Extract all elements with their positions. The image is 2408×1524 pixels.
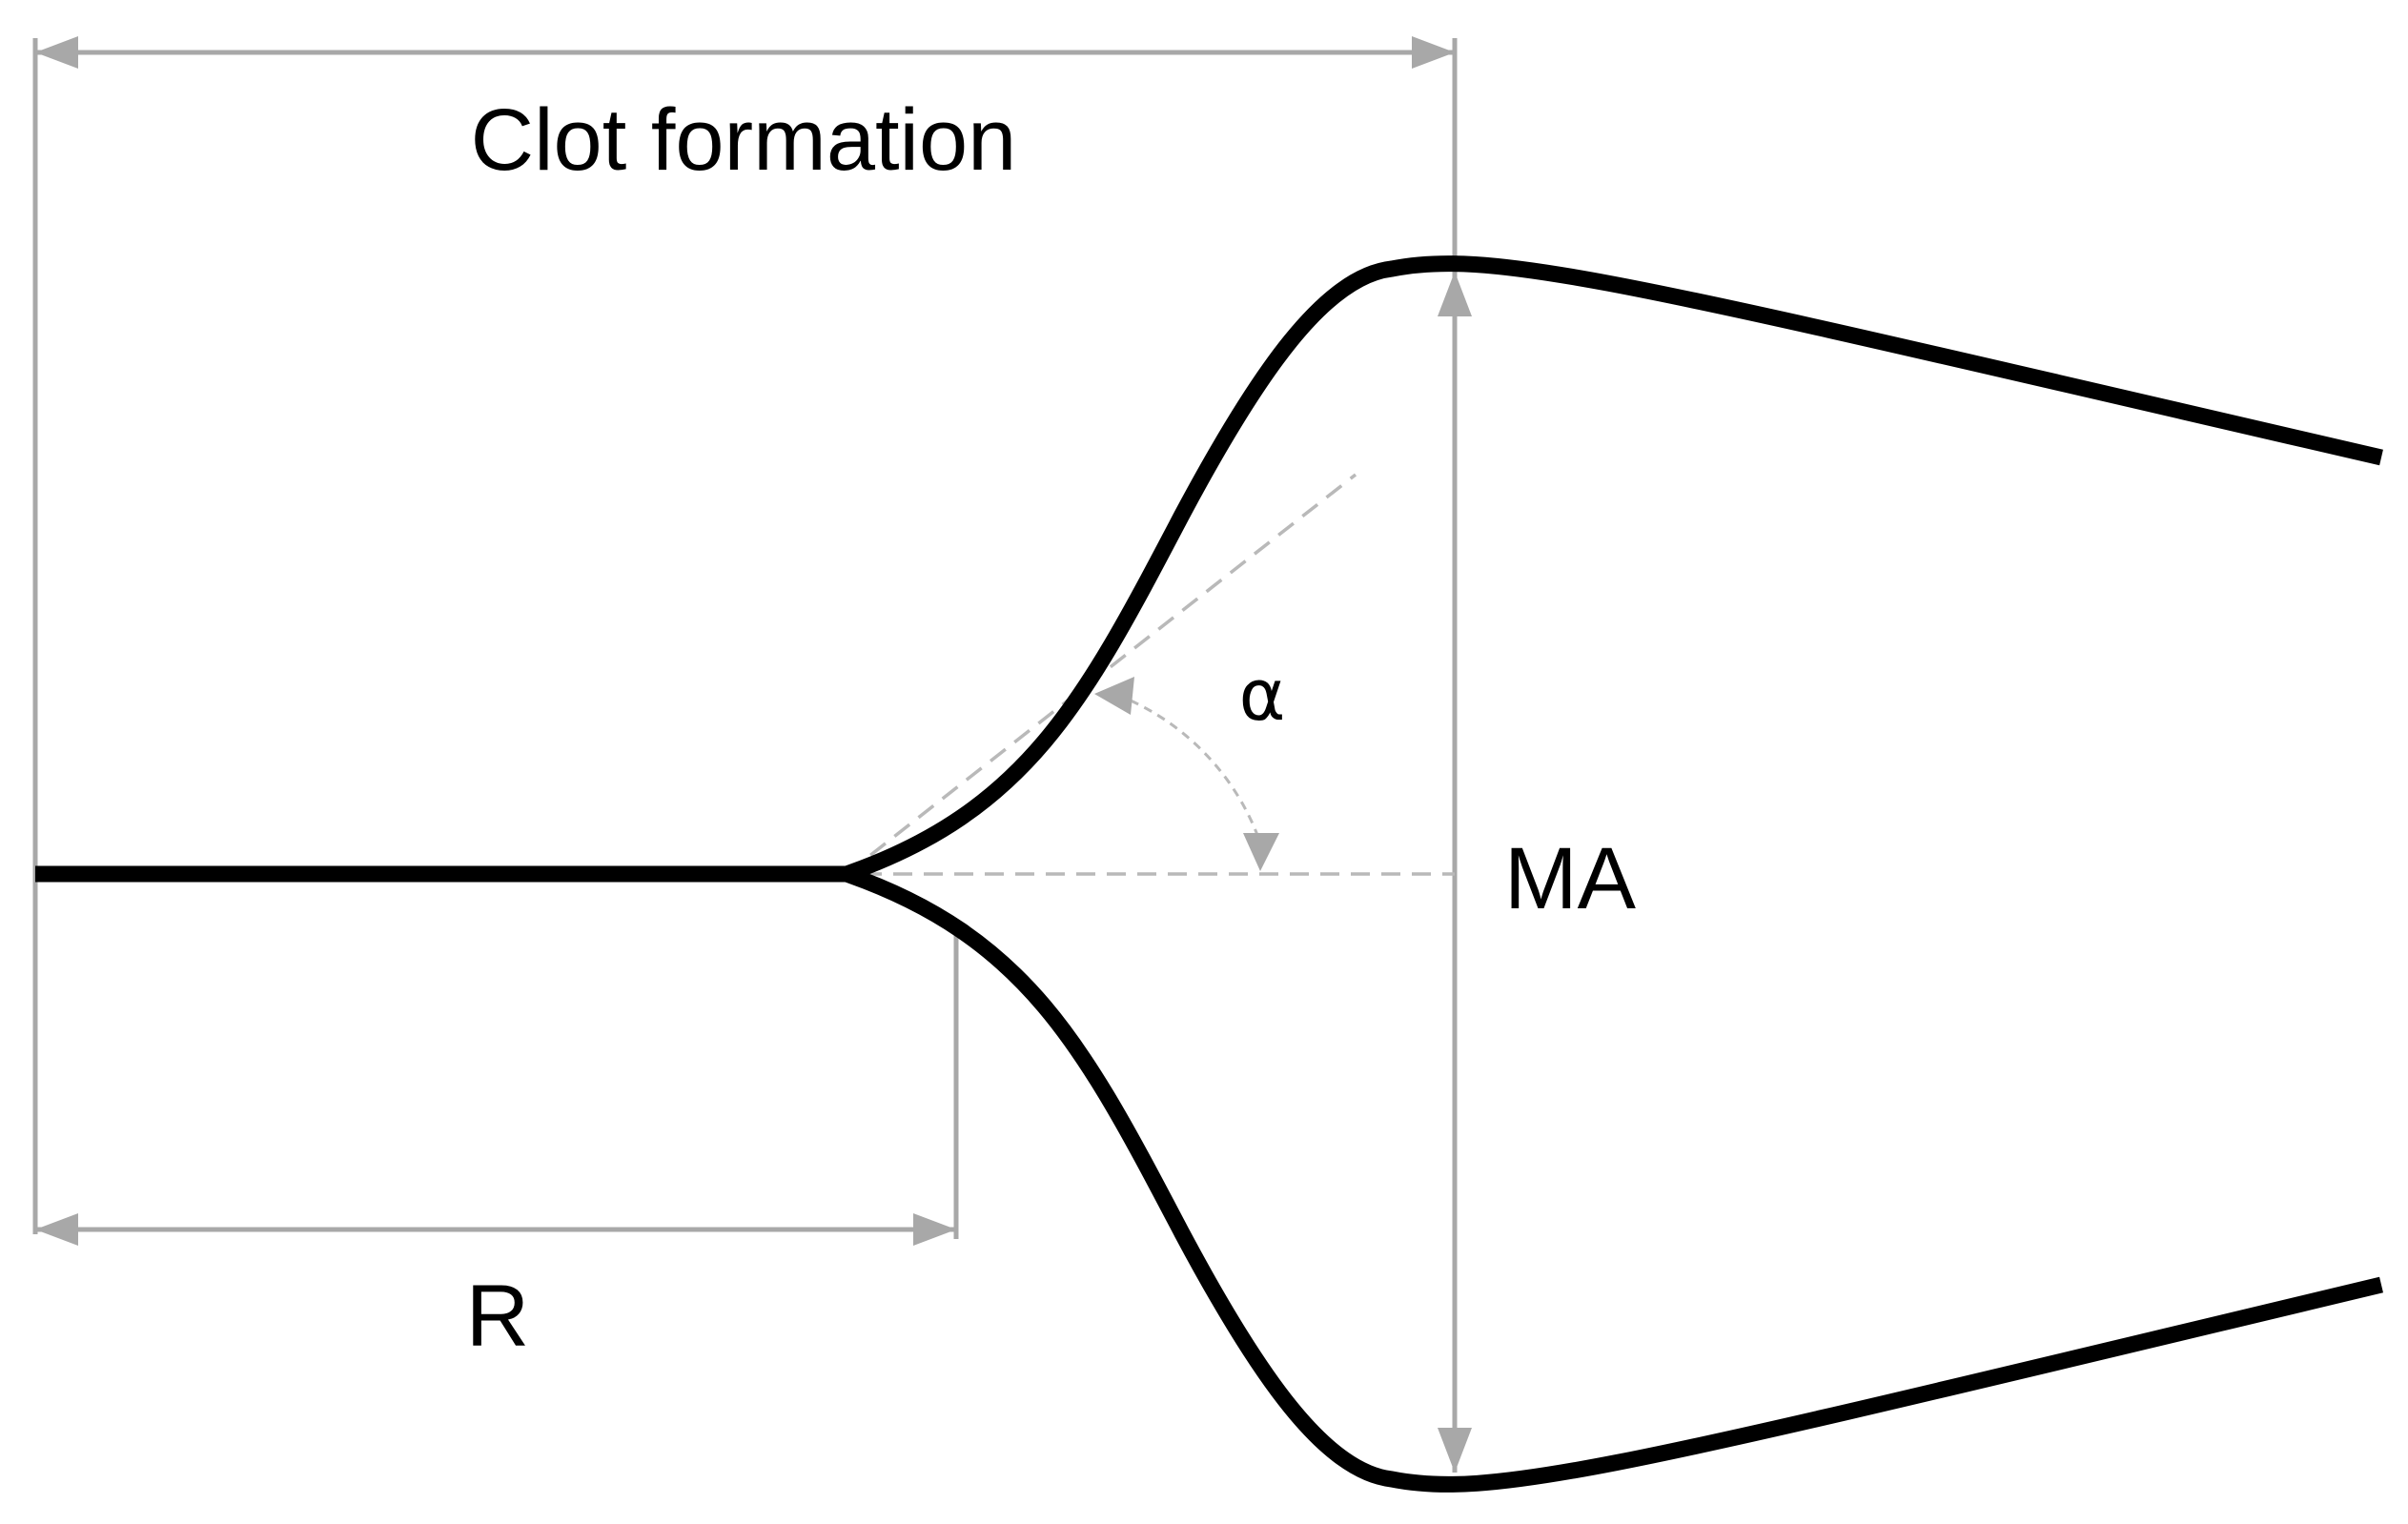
r-label: R [466,1268,529,1365]
clot-formation-left-arrowhead [35,36,78,69]
clot-formation-right-arrowhead [1412,36,1455,69]
ma-label: MA [1504,830,1637,927]
alpha-label: α [1239,655,1286,737]
r-right-arrowhead [913,1213,956,1246]
teg-tracing [35,255,2383,1493]
alpha-arc-top-arrowhead [1094,677,1134,715]
lower-trace [844,865,2383,1493]
alpha-arc-bottom-arrowhead [1243,833,1279,871]
measurement-guides [32,36,1472,1473]
ma-bottom-arrowhead [1438,1428,1472,1473]
angle-construction [845,473,1455,876]
r-left-arrowhead [35,1213,78,1246]
ma-top-arrowhead [1438,272,1472,316]
upper-trace [844,255,2383,883]
clot-formation-label: Clot formation [471,91,1017,189]
